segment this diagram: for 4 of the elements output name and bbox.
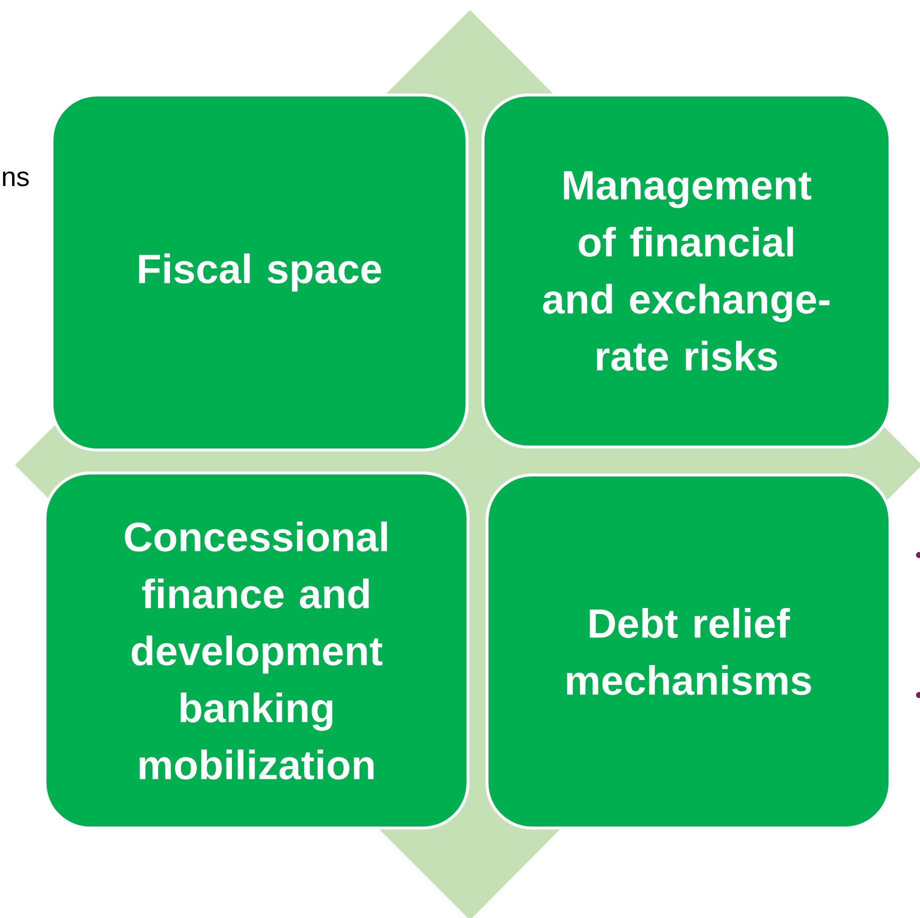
rounded-box: Debt relief mechanisms — [486, 474, 892, 830]
rounded-box: Management of financial and exchange-rate risks — [482, 94, 892, 448]
rounded-box: Fiscal space — [50, 94, 468, 452]
rounded-box: Concessional finance and development banking mobilization — [44, 472, 470, 830]
